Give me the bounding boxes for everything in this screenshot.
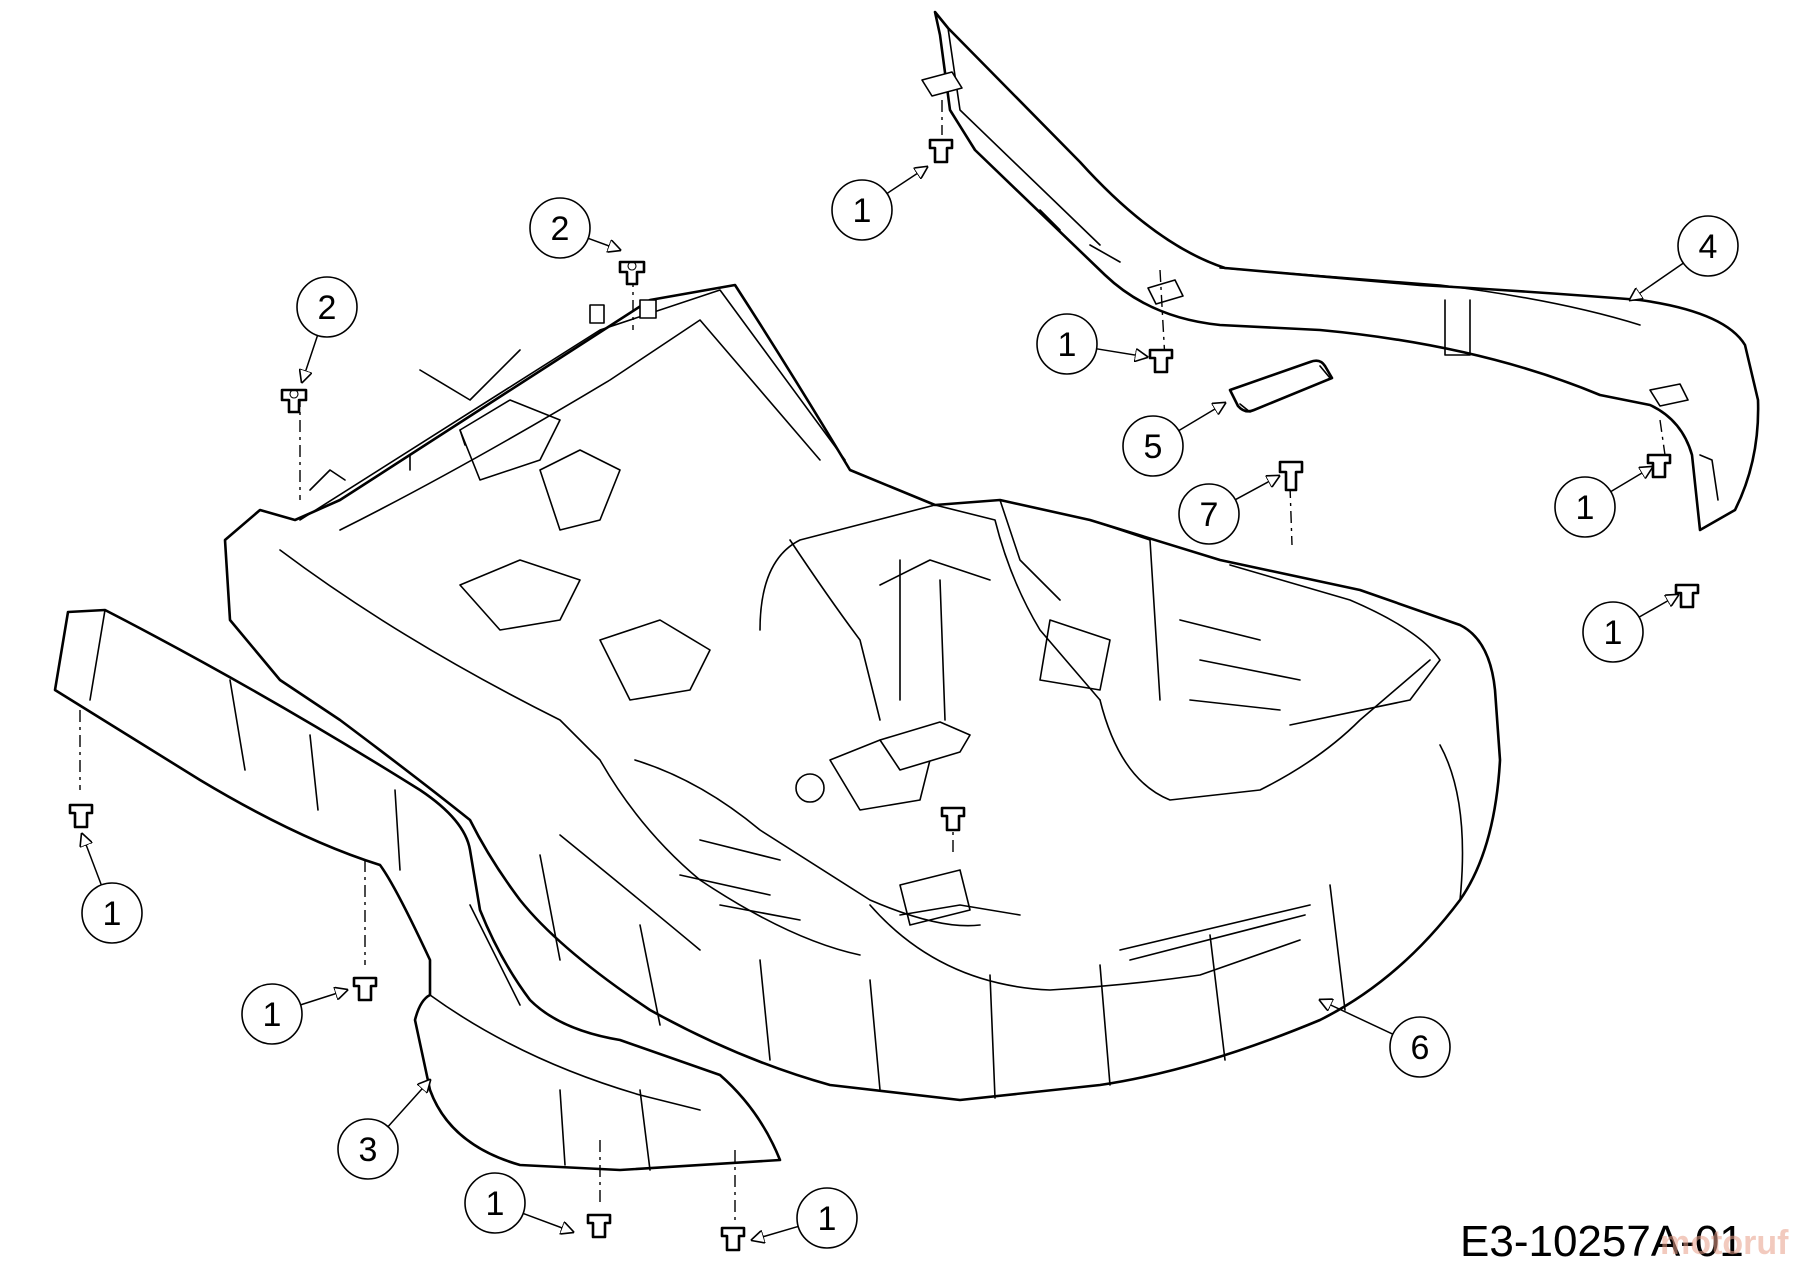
callout-circle (1677, 215, 1739, 277)
screw-icon (940, 806, 966, 832)
screw-icon (720, 1226, 746, 1252)
callout-1: 1 (1582, 595, 1678, 663)
callout-circle (1554, 476, 1616, 538)
watermark-text: motoruf (1660, 1224, 1789, 1262)
callout-leader (1320, 1000, 1394, 1035)
callout-label: 2 (551, 210, 570, 248)
callout-circle (1389, 1016, 1451, 1078)
callout-leader (302, 335, 319, 382)
callout-circle (1178, 483, 1240, 545)
bolt-icon (280, 388, 308, 414)
callout-label: 2 (318, 289, 337, 327)
bolt-icon (618, 260, 646, 286)
callout-label: 1 (1604, 614, 1623, 652)
callout-2: 2 (296, 276, 358, 382)
callout-circle (1122, 415, 1184, 477)
callout-2: 2 (529, 197, 620, 259)
screw-icon (586, 1213, 612, 1239)
screw-icon (352, 976, 378, 1002)
callout-1: 1 (752, 1187, 858, 1249)
callout-label: 1 (853, 192, 872, 230)
callout-1: 1 (81, 834, 143, 944)
callout-label: 1 (818, 1200, 837, 1238)
callout-label: 3 (359, 1131, 378, 1169)
callout-circle (831, 179, 893, 241)
screw-icon (68, 803, 94, 829)
screw-icon (928, 138, 954, 164)
callout-circle (1036, 313, 1098, 375)
callout-circle (337, 1118, 399, 1180)
screw-icon (1674, 583, 1700, 609)
callout-leader (1630, 262, 1684, 300)
callout-circle (1582, 601, 1644, 663)
callout-leader (82, 834, 103, 886)
callout-label: 1 (1058, 326, 1077, 364)
callout-1: 1 (464, 1172, 573, 1234)
callout-leader (387, 1080, 430, 1128)
callout-leader (587, 237, 620, 250)
callout-label: 5 (1144, 428, 1163, 466)
callout-leader (300, 990, 347, 1006)
part-4-rear-trim-rail (921, 10, 1760, 532)
callout-label: 1 (263, 996, 282, 1034)
callout-1: 1 (831, 167, 927, 241)
screw-icon (1148, 348, 1174, 374)
callout-leader (1178, 403, 1225, 432)
callout-leader (1096, 348, 1147, 357)
callout-leader (1638, 595, 1678, 618)
part-5-cover-plate (1228, 359, 1334, 413)
callout-leader (752, 1225, 799, 1240)
callout-leader (1235, 476, 1279, 501)
callout-5: 5 (1122, 403, 1225, 477)
callout-1: 1 (241, 983, 347, 1045)
callout-1: 1 (1036, 313, 1147, 375)
callout-leader (886, 167, 927, 195)
callout-label: 7 (1200, 496, 1219, 534)
callout-leader (522, 1212, 573, 1232)
part-3-left-side-skirt (53, 608, 782, 1172)
callout-circle (296, 276, 358, 338)
callout-circle (81, 882, 143, 944)
callout-label: 4 (1699, 228, 1718, 266)
callout-label: 1 (1576, 489, 1595, 527)
callout-label: 1 (486, 1185, 505, 1223)
callout-6: 6 (1320, 1000, 1451, 1078)
callout-label: 6 (1411, 1029, 1430, 1067)
callout-1: 1 (1554, 467, 1652, 538)
callout-circle (529, 197, 591, 259)
callout-circle (241, 983, 303, 1045)
callout-group: 1 2 2 4 1 57 1 1 1 1 6 3 1 1 (81, 167, 1739, 1249)
bolt-icon (1278, 460, 1304, 492)
callout-7: 7 (1178, 476, 1279, 545)
callout-3: 3 (337, 1080, 430, 1180)
callout-label: 1 (103, 895, 122, 933)
part-6-main-body (223, 283, 1502, 1102)
callout-circle (464, 1172, 526, 1234)
callout-leader (1610, 467, 1652, 493)
screw-icon (1646, 453, 1672, 479)
callout-circle (796, 1187, 858, 1249)
callout-4: 4 (1630, 215, 1739, 300)
diagram-code: E3-10257A-01 (1460, 1217, 1744, 1266)
